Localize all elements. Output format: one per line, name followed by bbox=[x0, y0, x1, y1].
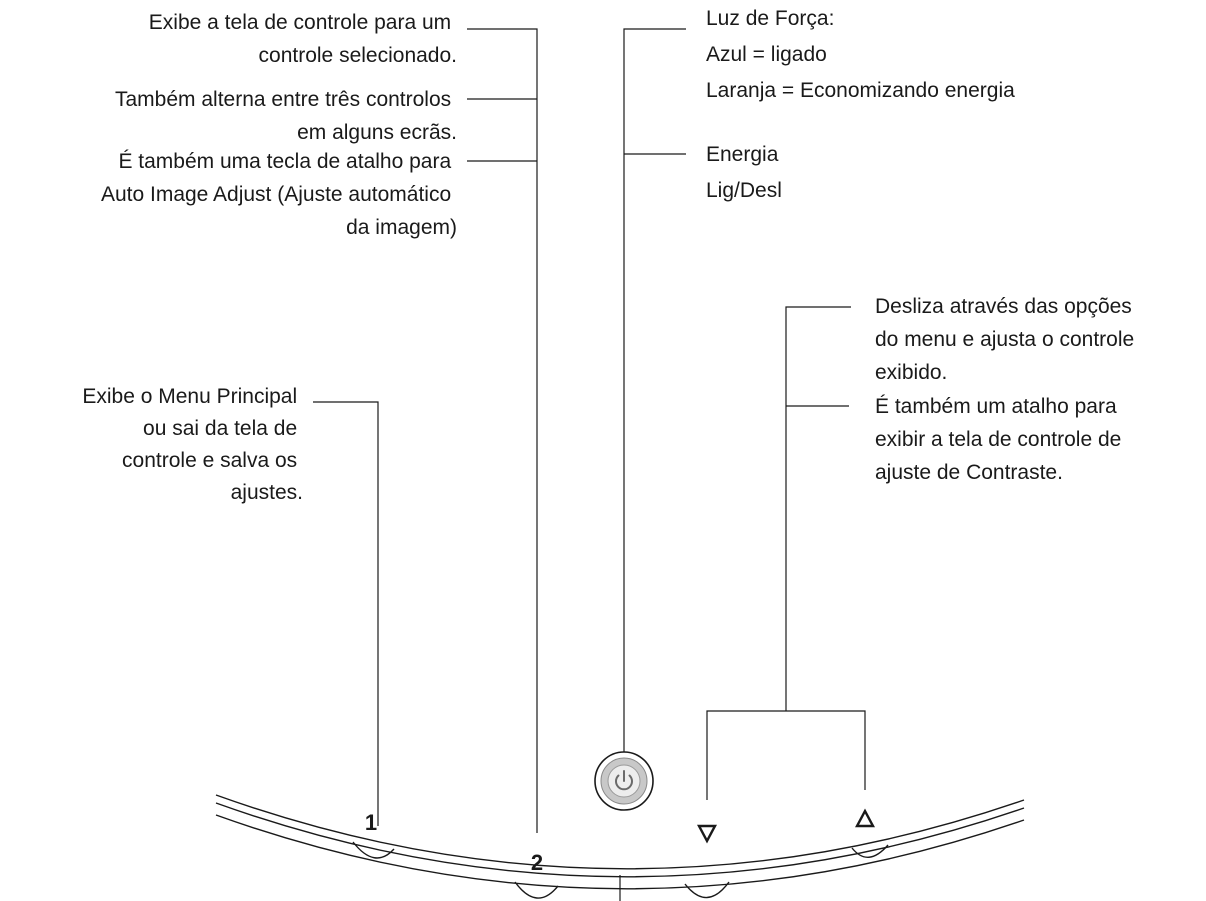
leader-arrows-bracket bbox=[706, 710, 866, 800]
arrow-keys-leader-lines bbox=[706, 306, 866, 800]
callout-text: Exibe a tela de controle para um bbox=[149, 11, 451, 34]
callout-text: Azul = ligado bbox=[706, 43, 827, 66]
callout-text: ajuste de Contraste. bbox=[875, 461, 1063, 484]
button-1[interactable]: 1 bbox=[352, 810, 395, 859]
callout-text: Desliza através das opções bbox=[875, 295, 1132, 318]
callout-text: em alguns ecrãs. bbox=[297, 121, 457, 144]
button-2-bump bbox=[514, 881, 559, 899]
up-arrow-icon bbox=[855, 808, 875, 828]
callout-text: Energia bbox=[706, 143, 779, 166]
leader-power-light bbox=[623, 28, 686, 752]
button-2[interactable]: 2 bbox=[514, 850, 559, 899]
button-1-bump bbox=[352, 841, 395, 859]
button-down-bump bbox=[684, 881, 730, 899]
button-up-bump bbox=[851, 844, 889, 858]
button-down[interactable] bbox=[684, 824, 730, 899]
leader-button2-main bbox=[467, 28, 538, 833]
callout-text: Luz de Força: bbox=[706, 7, 834, 30]
button-1-label: 1 bbox=[365, 810, 377, 835]
callout-text: Também alterna entre três controlos bbox=[115, 88, 451, 111]
callout-text: exibido. bbox=[875, 361, 947, 384]
power-icon bbox=[615, 770, 633, 791]
callout-text: controle selecionado. bbox=[259, 44, 457, 67]
down-arrow-icon bbox=[697, 824, 717, 844]
callout-text: Laranja = Economizando energia bbox=[706, 79, 1015, 102]
button-up[interactable] bbox=[851, 808, 889, 858]
callout-text: ou sai da tela de bbox=[143, 417, 297, 440]
power-leader-lines bbox=[623, 28, 686, 752]
callout-text: É também um atalho para bbox=[875, 395, 1117, 418]
callout-power-light: Luz de Força: Azul = ligado Laranja = Ec… bbox=[706, 7, 1015, 102]
callout-text: ajustes. bbox=[231, 481, 303, 504]
callout-text: exibir a tela de controle de bbox=[875, 428, 1121, 451]
callout-power-button: Energia Lig/Desl bbox=[706, 143, 784, 202]
callout-text: É também uma tecla de atalho para bbox=[118, 150, 451, 173]
power-button[interactable] bbox=[594, 751, 654, 811]
callout-text: da imagem) bbox=[346, 216, 457, 239]
callout-button2-shortcut: É também uma tecla de atalho para Auto I… bbox=[101, 150, 457, 239]
button-2-label: 2 bbox=[531, 850, 543, 875]
monitor-bezel bbox=[215, 794, 1025, 901]
callout-text: Auto Image Adjust (Ajuste automático bbox=[101, 183, 451, 206]
callout-button2-toggle: Também alterna entre três controlos em a… bbox=[115, 88, 457, 144]
callout-button1: Exibe o Menu Principal ou sai da tela de… bbox=[82, 385, 303, 504]
callout-button2-display: Exibe a tela de controle para um control… bbox=[149, 11, 457, 67]
callout-arrows-scroll: Desliza através das opções do menu e aju… bbox=[875, 295, 1140, 384]
callout-text: controle e salva os bbox=[122, 449, 297, 472]
callout-text: Lig/Desl bbox=[706, 179, 782, 202]
callout-text: do menu e ajusta o controle bbox=[875, 328, 1134, 351]
leader-button1 bbox=[313, 401, 379, 826]
leader-arrows-scroll bbox=[785, 306, 851, 711]
button2-leader-lines bbox=[467, 28, 538, 833]
callout-text: Exibe o Menu Principal bbox=[82, 385, 297, 408]
callout-arrows-shortcut: É também um atalho para exibir a tela de… bbox=[875, 395, 1127, 484]
